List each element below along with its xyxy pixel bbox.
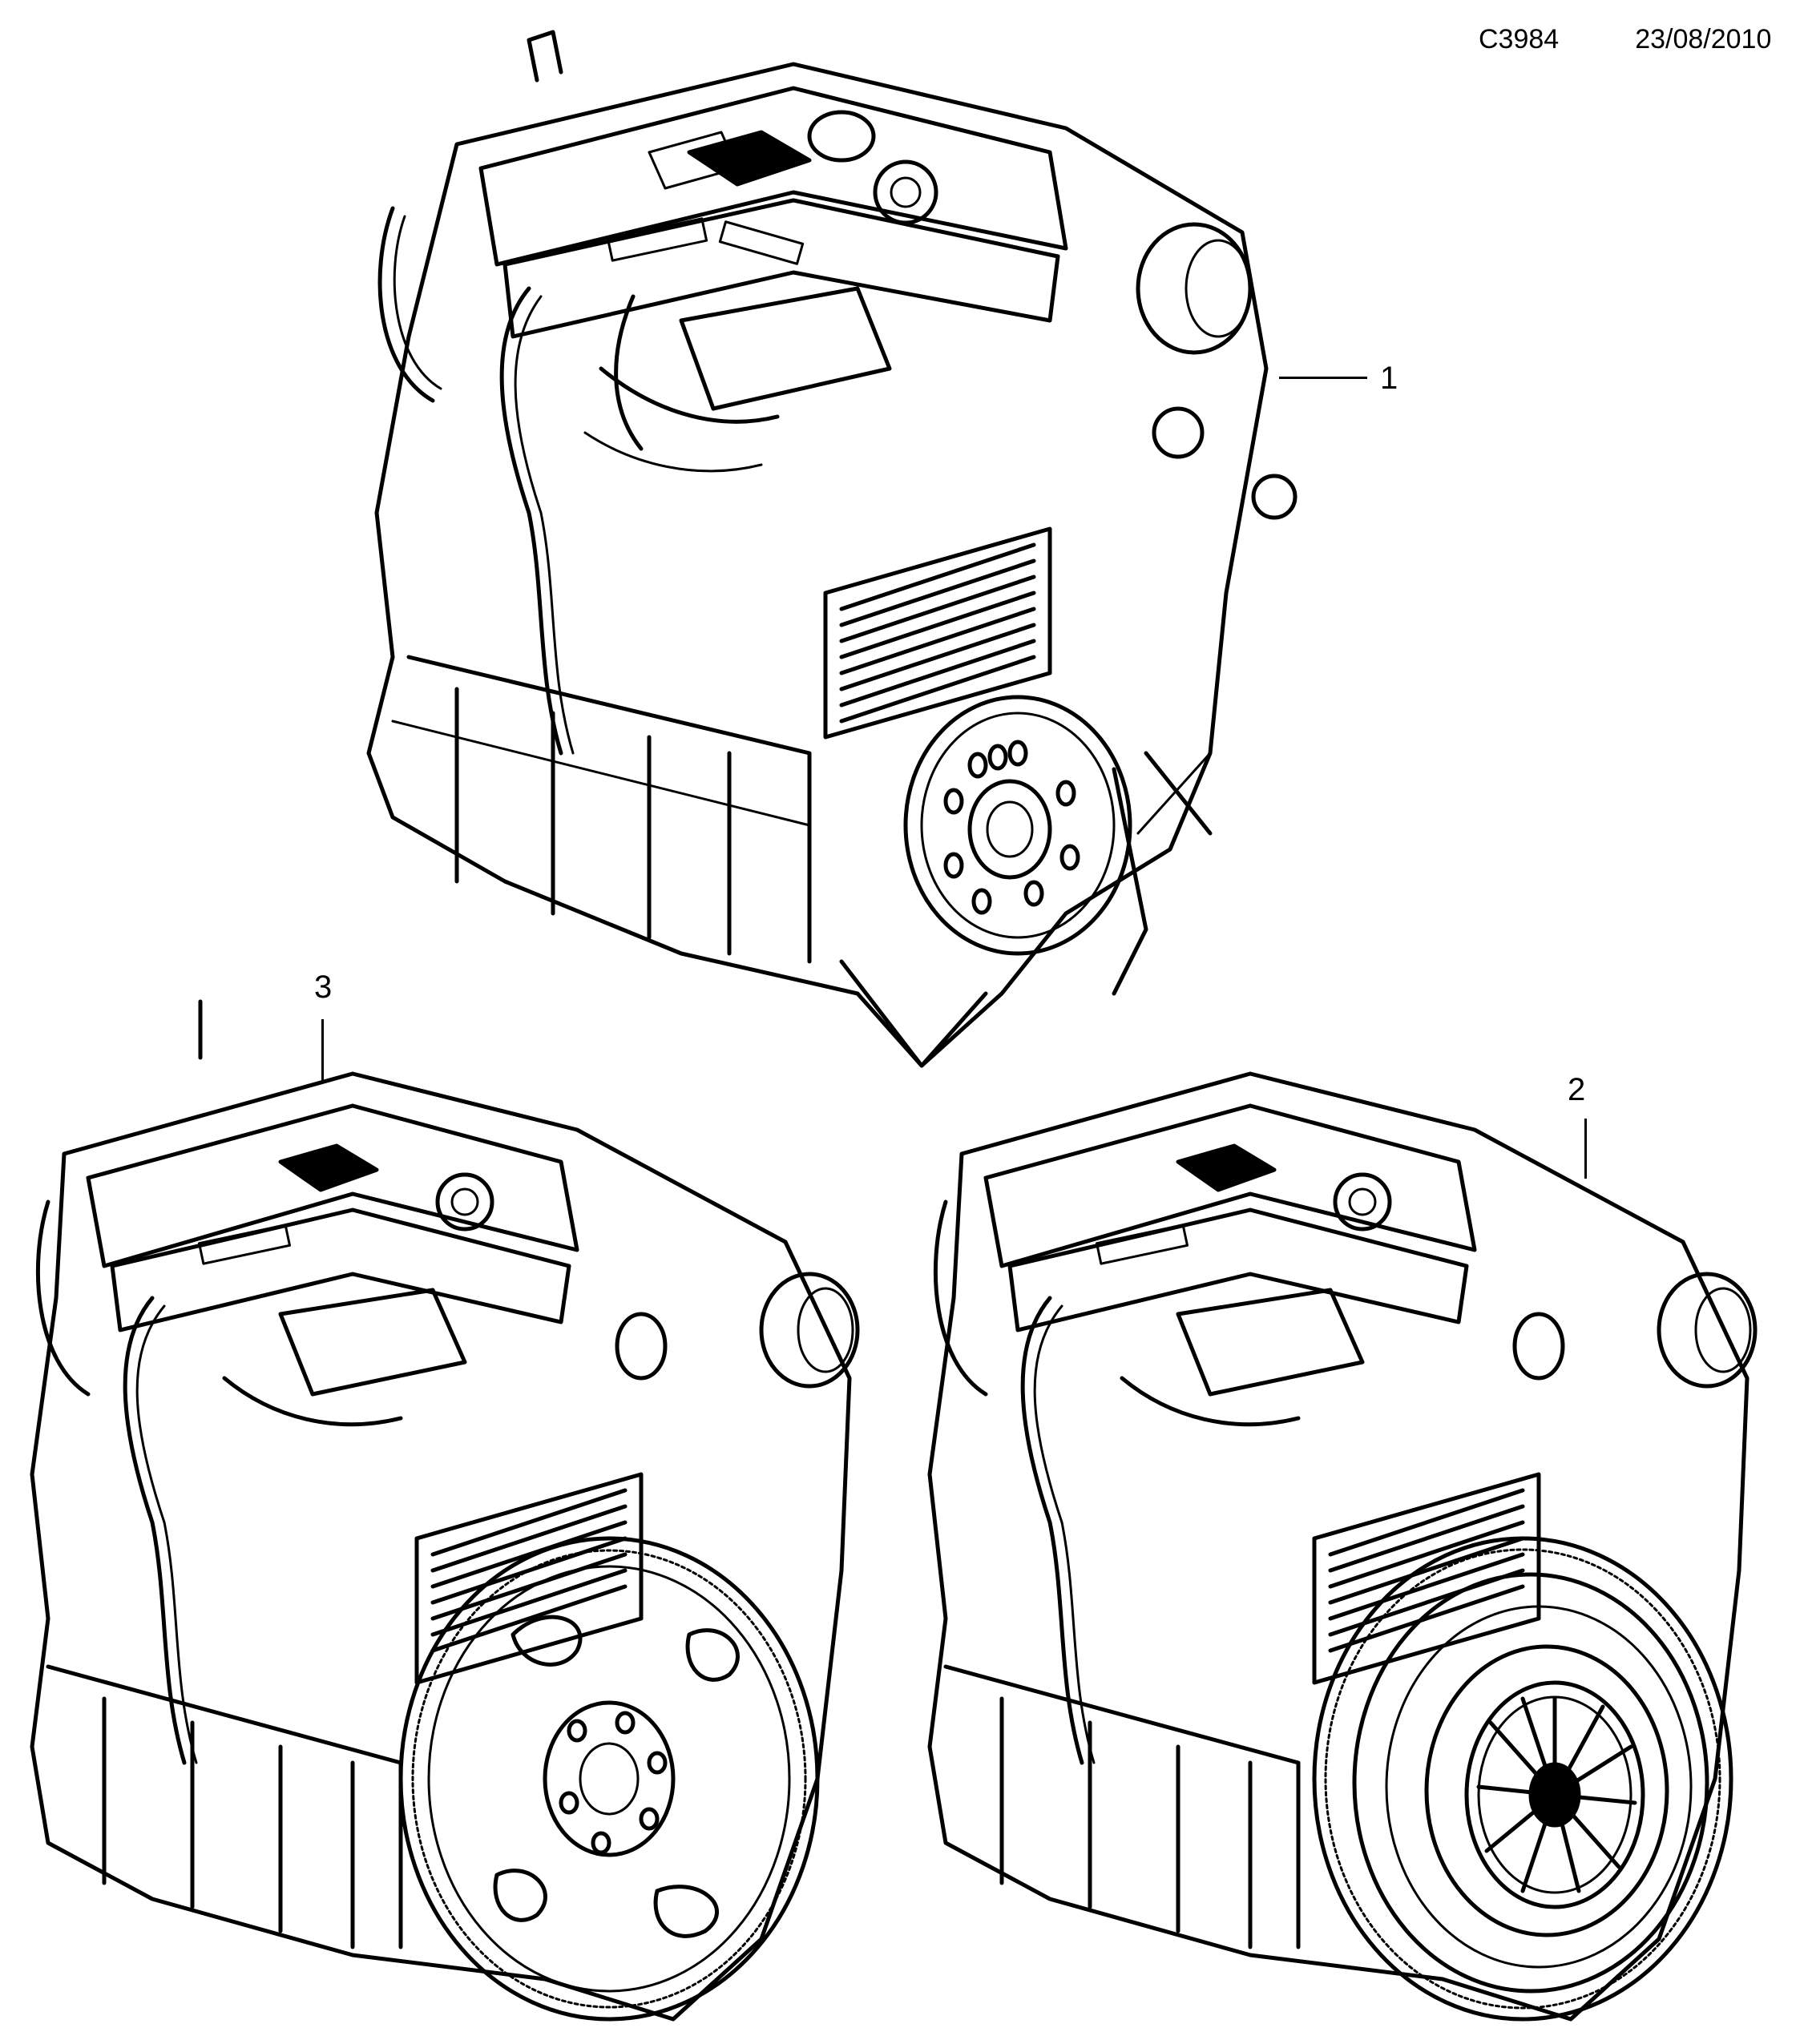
callout-1-label: 1: [1380, 361, 1398, 396]
diagram-code: C3984: [1479, 24, 1560, 54]
engine-illustration-1: [366, 30, 1298, 1068]
callout-2-leader: [1584, 1119, 1587, 1179]
diagram-date: 23/08/2010: [1635, 24, 1772, 54]
callout-3-label: 3: [314, 970, 333, 1005]
callout-3-leader: [321, 1019, 324, 1083]
callout-2-label: 2: [1568, 1072, 1586, 1107]
callout-1-leader: [1279, 377, 1367, 379]
diagram-header: C3984 23/08/2010: [1479, 24, 1771, 55]
engine-illustration-2: [927, 1071, 1758, 2022]
engine-illustration-3: [30, 999, 860, 2022]
